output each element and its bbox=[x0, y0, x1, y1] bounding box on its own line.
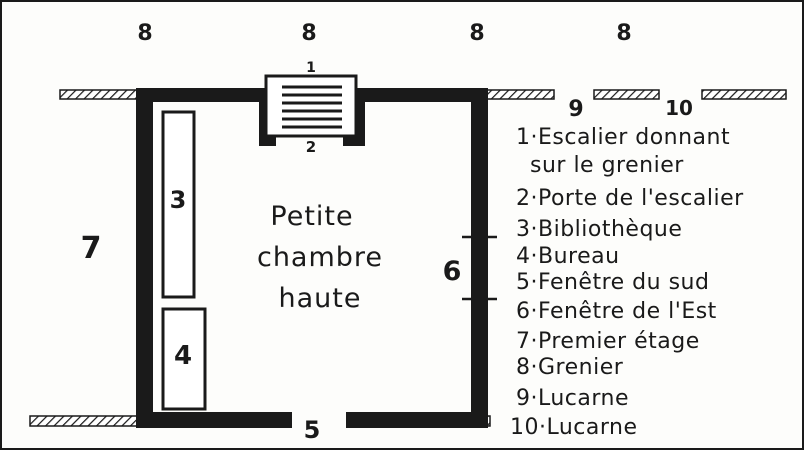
desk bbox=[161, 307, 207, 411]
wall-bottom-right bbox=[346, 412, 488, 428]
marker-first-floor: 7 bbox=[81, 231, 102, 266]
legend-item-3: 3·Bibliothèque bbox=[516, 217, 682, 242]
room-label-line-3: haute bbox=[279, 283, 362, 314]
grenier-label-2: 8 bbox=[301, 21, 316, 46]
bottom-eave-left bbox=[29, 415, 138, 427]
marker-bookcase: 3 bbox=[170, 186, 187, 214]
legend-item-1: 1·Escalier donnant bbox=[516, 125, 730, 150]
top-eave-left bbox=[59, 89, 139, 100]
legend-item-5: 5·Fenêtre du sud bbox=[516, 270, 709, 295]
room-label-line-1: Petite bbox=[270, 201, 353, 232]
marker-stair: 1 bbox=[306, 60, 316, 76]
legend-item-8: 8·Grenier bbox=[516, 355, 624, 380]
bookcase bbox=[161, 110, 196, 299]
wall-left bbox=[136, 88, 153, 428]
dormer-10-strip bbox=[701, 89, 787, 100]
room-label-line-2: chambre bbox=[257, 242, 383, 273]
legend-item-9: 9·Lucarne bbox=[516, 386, 629, 411]
legend-item-4: 4·Bureau bbox=[516, 244, 620, 269]
marker-dormer-10: 10 bbox=[665, 96, 693, 120]
marker-desk: 4 bbox=[174, 341, 192, 371]
dormer-9-strip bbox=[593, 89, 660, 100]
legend-item-6: 6·Fenêtre de l'Est bbox=[516, 299, 717, 324]
wall-right bbox=[471, 88, 488, 428]
marker-stair-door: 2 bbox=[306, 138, 316, 156]
legend: 1·Escalier donnant sur le grenier 2·Port… bbox=[510, 125, 744, 440]
grenier-label-4: 8 bbox=[616, 21, 631, 46]
wall-bottom-left bbox=[136, 412, 292, 428]
marker-east-window: 6 bbox=[443, 256, 462, 287]
legend-item-1-cont: sur le grenier bbox=[530, 153, 684, 178]
marker-dormer-9: 9 bbox=[568, 97, 583, 122]
grenier-label-1: 8 bbox=[137, 21, 152, 46]
grenier-label-3: 8 bbox=[469, 21, 484, 46]
marker-south-window: 5 bbox=[304, 416, 321, 444]
legend-item-7: 7·Premier étage bbox=[516, 329, 700, 354]
top-eave-right bbox=[485, 89, 555, 100]
stair-treads bbox=[282, 85, 342, 129]
legend-item-10: 10·Lucarne bbox=[510, 415, 638, 440]
legend-item-2: 2·Porte de l'escalier bbox=[516, 186, 744, 211]
